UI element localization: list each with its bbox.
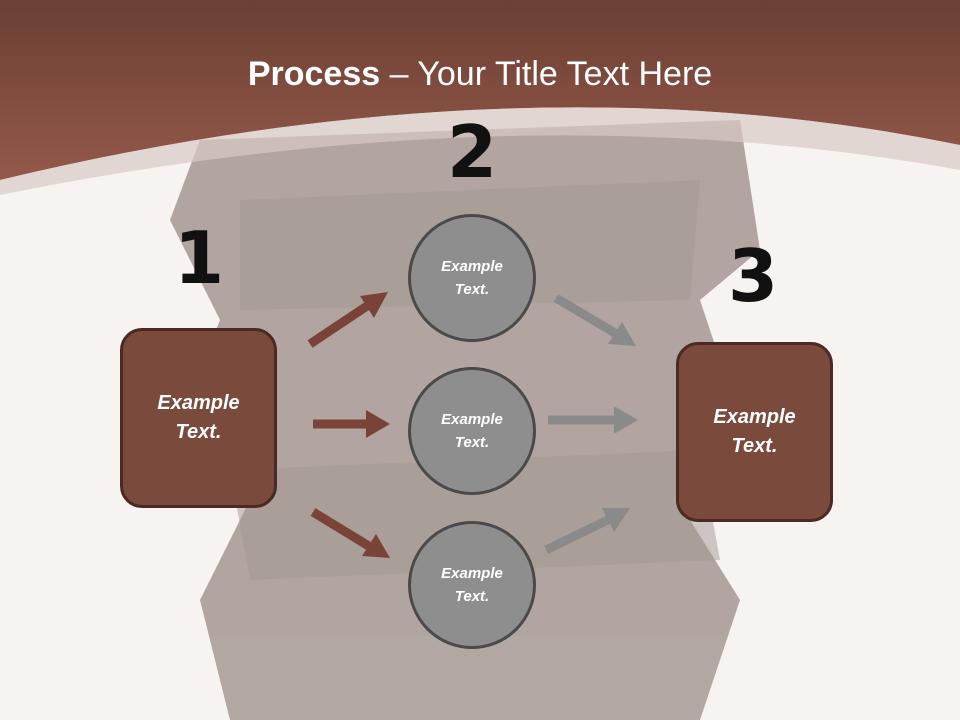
process-circle-1-text: Example Text. <box>441 258 503 298</box>
process-circle-3-text: Example Text. <box>441 565 503 605</box>
arrow-left-to-bottom <box>310 508 390 558</box>
arrow-left-to-middle <box>313 410 390 438</box>
arrow-left-to-top <box>307 292 388 348</box>
output-box: Example Text. <box>676 342 833 522</box>
title-bold: Process <box>247 55 381 93</box>
input-box-text: Example Text. <box>157 392 240 443</box>
title-rest: – Your Title Text Here <box>380 55 713 93</box>
arrow-middle-to-right <box>548 406 638 434</box>
process-circle-3: Example Text. <box>408 521 536 649</box>
header-band <box>0 0 960 180</box>
process-circle-2-text: Example Text. <box>441 411 503 451</box>
step-number-2: 2 <box>446 110 498 194</box>
arrow-bottom-to-right <box>544 508 630 555</box>
step-number-1: 1 <box>173 216 225 300</box>
input-box: Example Text. <box>120 328 277 508</box>
header-swoosh <box>0 107 960 195</box>
step-number-3: 3 <box>727 234 779 318</box>
slide-title: Process – Your Title Text Here <box>0 52 960 96</box>
output-box-text: Example Text. <box>713 406 796 457</box>
process-circle-1: Example Text. <box>408 214 536 342</box>
process-circle-2: Example Text. <box>408 367 536 495</box>
arrow-top-to-right <box>553 294 636 346</box>
